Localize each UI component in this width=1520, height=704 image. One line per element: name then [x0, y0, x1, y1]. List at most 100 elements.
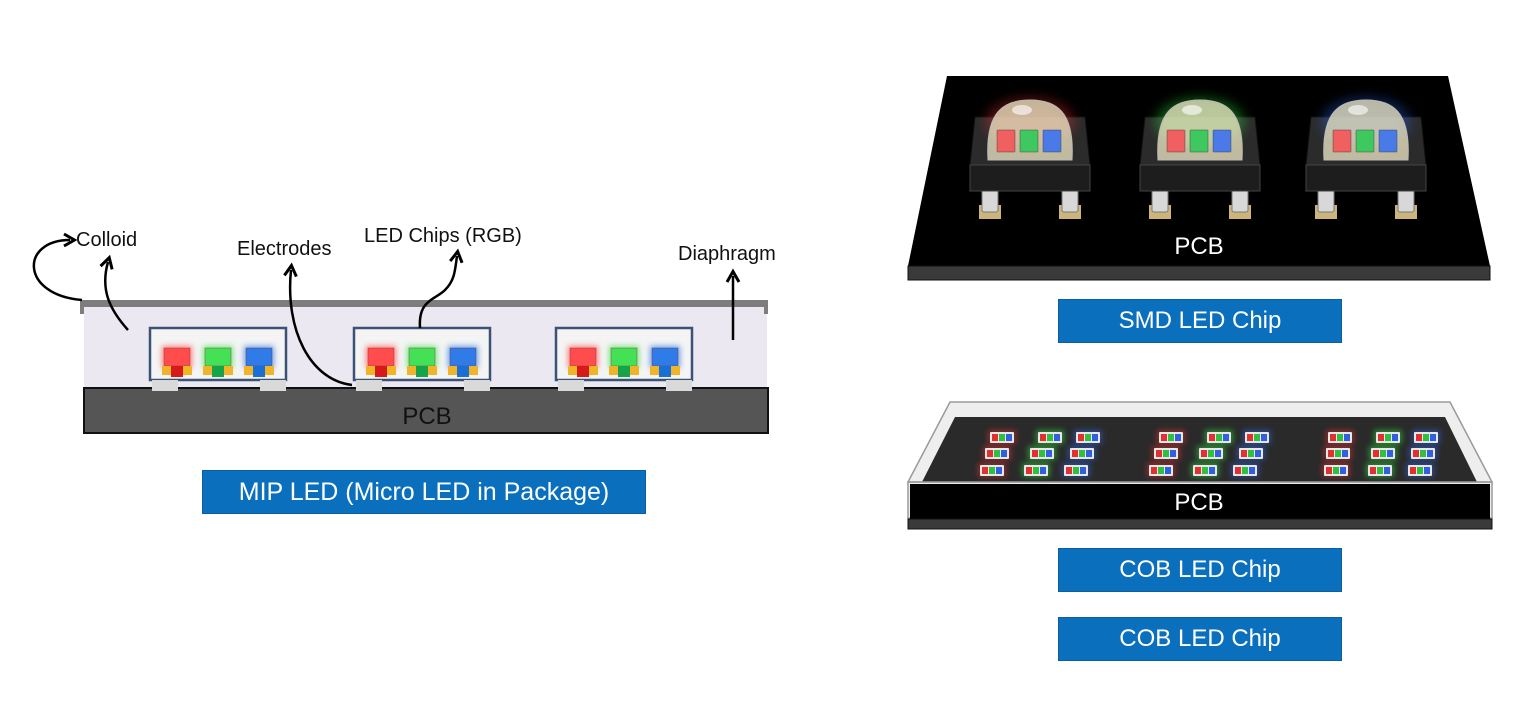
- cob-chip-red: [1330, 434, 1336, 441]
- cob-chip-group: [1147, 430, 1271, 477]
- diaphragm-label: Diaphragm: [678, 243, 776, 265]
- cob-chip-red: [1235, 467, 1241, 474]
- cob-chip-blue: [996, 467, 1002, 474]
- smd-led-die: [1019, 129, 1039, 153]
- smd-led-die: [1042, 129, 1062, 153]
- mip-chip-pad: [589, 366, 598, 375]
- mip-chip-pad: [366, 366, 375, 375]
- smd-package: [1305, 98, 1427, 219]
- mip-led-chip: [204, 347, 232, 367]
- cob-chip-blue: [1427, 450, 1433, 457]
- smd-dome-highlight: [1182, 105, 1202, 115]
- mip-chip-stem: [618, 366, 630, 377]
- mip-diaphragm-edge-left: [80, 300, 84, 314]
- cob-chip-green: [1202, 467, 1208, 474]
- mip-chip-pad: [244, 366, 253, 375]
- cob-chip-green: [1033, 467, 1039, 474]
- smd-led-die: [1189, 129, 1209, 153]
- cob-chip-green: [994, 450, 1000, 457]
- mip-chip-pad: [162, 366, 171, 375]
- cob-chip-red: [1066, 467, 1072, 474]
- mip-packages: [148, 326, 694, 391]
- mip-led-chip: [367, 347, 395, 367]
- smd-package: [969, 98, 1091, 219]
- cob-chip-blue: [1392, 434, 1398, 441]
- cob-chip-blue: [1223, 434, 1229, 441]
- cob-chip-green: [1380, 450, 1386, 457]
- colloid-curve-arrow: [32, 232, 83, 302]
- smd-package: [1139, 98, 1261, 219]
- cob-chip-red: [1156, 450, 1162, 457]
- cob-chip-green: [1333, 467, 1339, 474]
- cob-chip-red: [1416, 434, 1422, 441]
- mip-chip-pad: [203, 366, 212, 375]
- smd-pcb-edge: [907, 265, 1491, 281]
- smd-led-die: [1355, 129, 1375, 153]
- cob-chip-green: [1073, 467, 1079, 474]
- mip-package: [554, 326, 694, 391]
- cob-chip-red: [1201, 450, 1207, 457]
- smd-body-front: [969, 164, 1091, 192]
- cob-chip-red: [1247, 434, 1253, 441]
- cob-chip-green: [1079, 450, 1085, 457]
- mip-diaphragm-layer: [80, 300, 768, 307]
- colloid-arrow: [99, 254, 129, 331]
- mip-chip-pad: [407, 366, 416, 375]
- cob-chip-blue: [1080, 467, 1086, 474]
- cob-chip-blue: [1387, 450, 1393, 457]
- cob-chip-green: [1423, 434, 1429, 441]
- cob-chip-blue: [1209, 467, 1215, 474]
- mip-led-chip: [449, 347, 477, 367]
- cob-chips: [978, 430, 1440, 477]
- mip-chip-pad: [568, 366, 577, 375]
- cob-chip-green: [1158, 467, 1164, 474]
- cob-chip-green: [1335, 450, 1341, 457]
- cob-chip-green: [1377, 467, 1383, 474]
- cob-chip-green: [1385, 434, 1391, 441]
- smd-diagram: PCB: [907, 76, 1491, 281]
- cob-chip-green: [989, 467, 995, 474]
- smd-body-front: [1139, 164, 1261, 192]
- mip-chip-pad: [448, 366, 457, 375]
- cob-chip-red: [1195, 467, 1201, 474]
- smd-dome-highlight: [1012, 105, 1032, 115]
- cob-chip-red: [1413, 450, 1419, 457]
- cob-chip-blue: [1344, 434, 1350, 441]
- cob-chip-blue: [1249, 467, 1255, 474]
- mip-chip-pad: [469, 366, 478, 375]
- cob-chip-group: [978, 430, 1102, 477]
- cob-chip-blue: [1255, 450, 1261, 457]
- cob-chip-red: [1326, 467, 1332, 474]
- cob-chip-red: [987, 450, 993, 457]
- mip-diaphragm-edge-right: [764, 300, 768, 314]
- mip-electrode: [464, 380, 490, 391]
- cob-chip-blue: [1384, 467, 1390, 474]
- cob-chip-red: [982, 467, 988, 474]
- mip-chip-pad: [650, 366, 659, 375]
- mip-electrode: [558, 380, 584, 391]
- led-chips-label: LED Chips (RGB): [364, 225, 522, 247]
- smd-body-front: [1305, 164, 1427, 192]
- cob-chip-green: [1216, 434, 1222, 441]
- cob-chip-red: [1378, 434, 1384, 441]
- cob-chip-red: [992, 434, 998, 441]
- cob-chip-green: [1047, 434, 1053, 441]
- mip-chip-pad: [630, 366, 639, 375]
- mip-diagram: PCB Colloid Electrodes LED Chips (RGB) D…: [32, 225, 776, 434]
- mip-chip-pad: [609, 366, 618, 375]
- cob-chip-red: [1373, 450, 1379, 457]
- cob-chip-red: [1161, 434, 1167, 441]
- cob-pcb-body: [910, 484, 1490, 520]
- mip-led-chip: [163, 347, 191, 367]
- mip-electrode: [666, 380, 692, 391]
- smd-caption-text: SMD LED Chip: [1118, 307, 1282, 334]
- mip-chip-pad: [224, 366, 233, 375]
- mip-caption-text: MIP LED (Micro LED in Package): [238, 477, 610, 506]
- cob-chip-red: [1078, 434, 1084, 441]
- mip-chip-pad: [387, 366, 396, 375]
- mip-chip-stem: [253, 366, 265, 377]
- colloid-label: Colloid: [76, 229, 137, 251]
- mip-pcb: [83, 387, 769, 434]
- mip-chip-pad: [428, 366, 437, 375]
- cob-chip-blue: [1086, 450, 1092, 457]
